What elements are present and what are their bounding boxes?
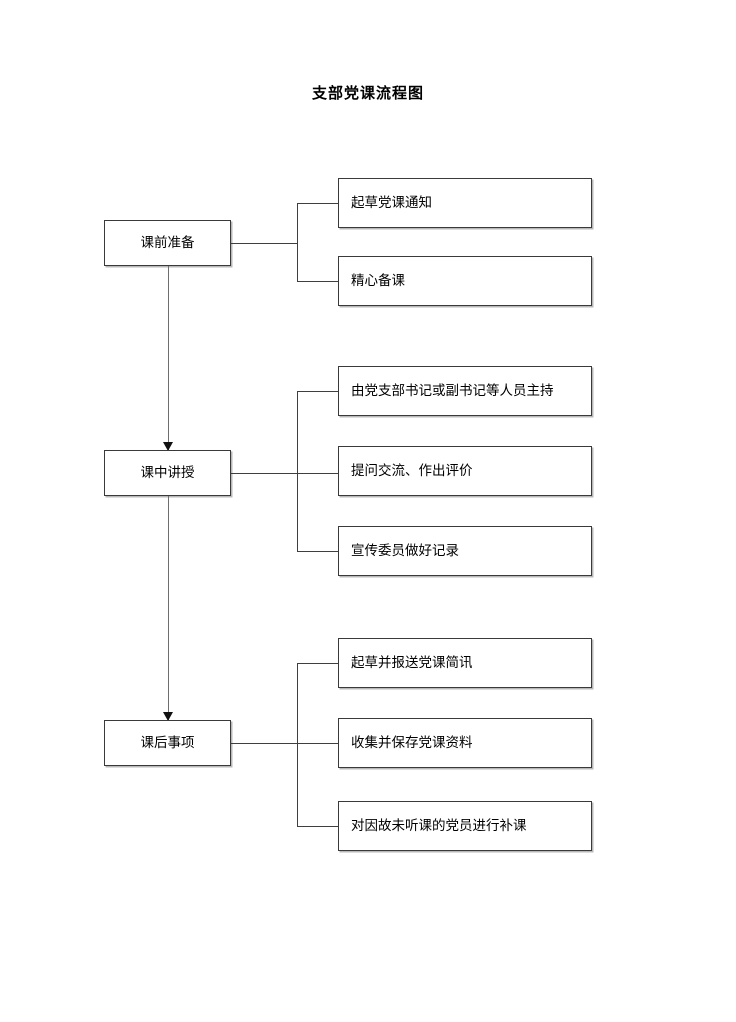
connector-branch-2-3: [297, 551, 338, 552]
connector-stem-1: [231, 243, 297, 244]
task-label-3-1: 起草并报送党课简讯: [351, 654, 473, 670]
stage-label-3: 课后事项: [140, 734, 195, 750]
task-label-2-3: 宣传委员做好记录: [351, 542, 459, 558]
connector-branch-2-1: [297, 391, 338, 392]
stage-box-2[interactable]: 课中讲授: [104, 450, 231, 496]
flow-line-2-3: [168, 496, 169, 720]
task-box-1-2[interactable]: 精心备课: [338, 256, 592, 306]
connector-branch-2-2: [297, 473, 338, 474]
connector-branch-1-1: [297, 203, 338, 204]
connector-branch-3-3: [297, 826, 338, 827]
flow-arrowhead-1-2: [163, 442, 173, 451]
task-label-3-3: 对因故未听课的党员进行补课: [351, 817, 527, 833]
task-box-2-3[interactable]: 宣传委员做好记录: [338, 526, 592, 576]
stage-label-1: 课前准备: [140, 234, 195, 250]
page-title: 支部党课流程图: [311, 86, 424, 102]
task-box-3-3[interactable]: 对因故未听课的党员进行补课: [338, 801, 592, 851]
stage-label-2: 课中讲授: [140, 464, 195, 480]
task-box-2-2[interactable]: 提问交流、作出评价: [338, 446, 592, 496]
connector-branch-1-2: [297, 281, 338, 282]
task-label-2-2: 提问交流、作出评价: [351, 462, 473, 478]
task-box-1-1[interactable]: 起草党课通知: [338, 178, 592, 228]
connector-spine-1: [297, 203, 298, 281]
task-box-2-1[interactable]: 由党支部书记或副书记等人员主持: [338, 366, 592, 416]
connector-spine-3: [297, 663, 298, 826]
stage-box-3[interactable]: 课后事项: [104, 720, 231, 766]
connector-branch-3-2: [297, 743, 338, 744]
task-box-3-1[interactable]: 起草并报送党课简讯: [338, 638, 592, 688]
flow-line-1-2: [168, 266, 169, 450]
task-label-2-1: 由党支部书记或副书记等人员主持: [351, 382, 554, 398]
flow-arrowhead-2-3: [163, 712, 173, 721]
task-label-3-2: 收集并保存党课资料: [351, 734, 473, 750]
task-label-1-2: 精心备课: [351, 272, 405, 288]
connector-branch-3-1: [297, 663, 338, 664]
connector-stem-3: [231, 743, 297, 744]
task-label-1-1: 起草党课通知: [351, 194, 432, 210]
task-box-3-2[interactable]: 收集并保存党课资料: [338, 718, 592, 768]
stage-box-1[interactable]: 课前准备: [104, 220, 231, 266]
connector-spine-2: [297, 391, 298, 551]
connector-stem-2: [231, 473, 297, 474]
